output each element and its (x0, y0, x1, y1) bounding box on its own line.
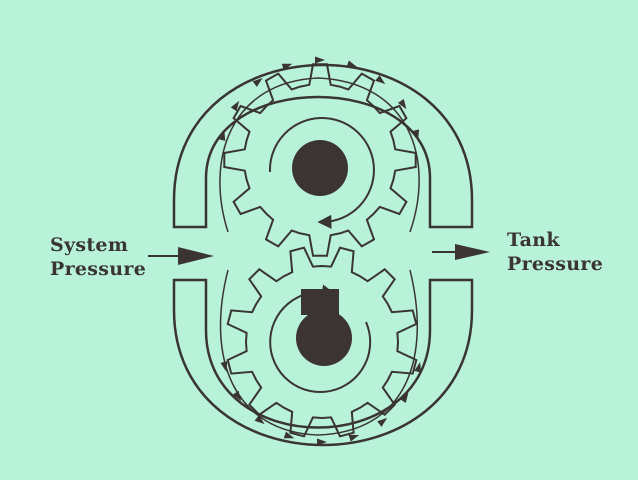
flow-arrow-8 (412, 129, 420, 140)
flow-arrow-3 (281, 63, 293, 71)
flow-arrow-1 (230, 100, 240, 112)
lower-rotation-arrow (269, 284, 372, 394)
lower-gear-hub (296, 310, 352, 366)
flow-arrow-16 (399, 392, 409, 404)
flow-arrow-13 (317, 438, 327, 446)
flow-arrow-17 (414, 362, 422, 373)
housing-upper (172, 63, 474, 229)
system-pressure-line2: Pressure (50, 258, 147, 280)
flow-arrow-7 (397, 98, 407, 110)
upper-rotation-arrow (268, 117, 375, 229)
upper-chamber-outline (219, 77, 420, 233)
flow-arrow-12 (283, 431, 295, 439)
lower-chamber-outline (219, 269, 418, 436)
flow-arrow-2 (252, 77, 263, 87)
lower-gear (226, 246, 418, 438)
flow-arrow-4 (315, 56, 325, 64)
tank-pressure-label: Tank Pressure (507, 228, 603, 276)
housing-lower (172, 278, 474, 447)
flow-arrow-6 (375, 75, 386, 85)
upper-gear-teeth (223, 63, 417, 257)
upper-gear-hub (292, 140, 348, 196)
flow-arrow-14 (348, 434, 360, 442)
system-pressure-label: System Pressure (50, 233, 146, 281)
inlet-arrow (148, 247, 214, 265)
upper-gear (223, 63, 417, 257)
flow-arrow-11 (254, 415, 265, 425)
tank-pressure-line2: Pressure (507, 253, 604, 275)
flow-arrow-0 (218, 130, 226, 141)
flow-arrow-15 (377, 417, 388, 427)
flow-arrow-5 (346, 60, 358, 68)
lower-gear-key (301, 289, 339, 315)
tank-pressure-line1: Tank (507, 229, 560, 251)
system-pressure-line1: System (50, 234, 129, 256)
fluid-flow-arrows (218, 56, 422, 446)
flow-arrow-10 (232, 390, 242, 402)
flow-arrow-9 (220, 361, 228, 372)
lower-gear-teeth (226, 246, 418, 438)
outlet-arrow (432, 244, 490, 260)
